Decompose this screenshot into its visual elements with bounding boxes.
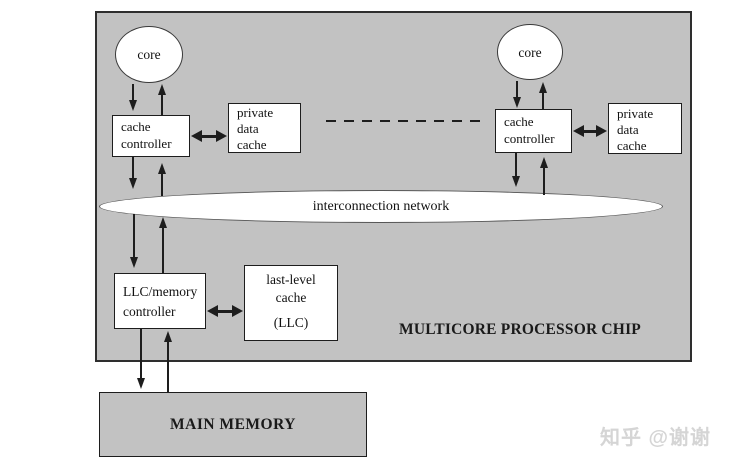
cache-controller-right: cache controller <box>495 109 572 153</box>
dashed-connector <box>326 120 481 122</box>
arrow-core-down-left <box>128 84 138 111</box>
llc-memory-controller: LLC/memory controller <box>114 273 206 329</box>
main-memory: MAIN MEMORY <box>99 392 367 457</box>
core-node-right: core <box>497 24 563 80</box>
interconnection-network: interconnection network <box>99 190 663 223</box>
arrow-cachectrl-down-left <box>128 157 138 189</box>
arrow-llcctrl-to-memory <box>136 329 146 389</box>
last-level-cache-label: last-level cache <box>266 272 316 305</box>
private-data-cache-right: private data cache <box>608 103 682 154</box>
arrow-memory-to-llcctrl <box>163 331 173 392</box>
core-label-right: core <box>518 44 542 60</box>
arrow-cachectrl-up-right <box>538 82 548 109</box>
core-node-left: core <box>115 26 183 83</box>
arrow-cachectrl-up-left <box>157 84 167 115</box>
arrow-llcctrl-llc <box>207 305 243 317</box>
core-label-left: core <box>137 47 161 62</box>
arrow-cachectrl-down-right <box>511 153 521 187</box>
arrow-network-up-left <box>157 163 167 196</box>
main-memory-label: MAIN MEMORY <box>170 415 296 433</box>
arrow-network-up-right <box>539 157 549 195</box>
last-level-cache: last-level cache (LLC) <box>244 265 338 341</box>
cache-controller-left: cache controller <box>112 115 190 157</box>
arrow-network-down-left <box>129 214 139 268</box>
arrow-cachectrl-privcache-right <box>573 125 607 137</box>
arrow-llcctrl-up-left <box>158 217 168 273</box>
arrow-core-down-right <box>512 81 522 108</box>
chip-title: MULTICORE PROCESSOR CHIP <box>399 321 641 338</box>
private-data-cache-left: private data cache <box>228 103 301 153</box>
llc-abbrev-label: (LLC) <box>273 315 309 330</box>
watermark: 知乎 @谢谢 <box>600 427 712 449</box>
interconnection-network-label: interconnection network <box>312 199 450 214</box>
arrow-cachectrl-privcache-left <box>191 130 227 142</box>
